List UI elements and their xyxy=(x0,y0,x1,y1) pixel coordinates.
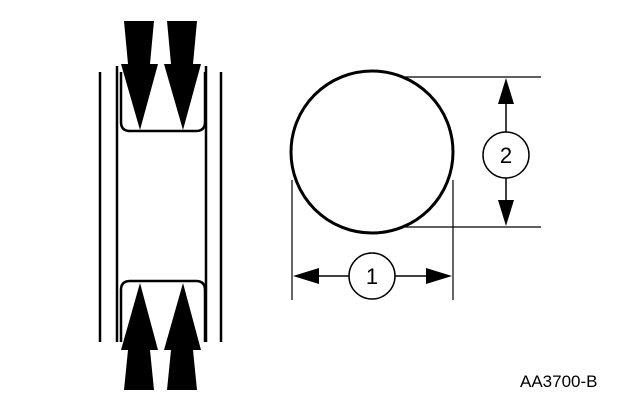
figure-code-label: AA3700-B xyxy=(520,372,598,391)
cylinder-end-circle xyxy=(289,69,455,235)
force-arrow-top-left xyxy=(121,21,158,130)
callout-2-number: 2 xyxy=(500,143,512,168)
top-bracket xyxy=(119,72,207,133)
callout-1: 1 xyxy=(348,252,396,300)
force-arrow-bottom-left xyxy=(121,283,158,390)
force-arrow-top-right xyxy=(164,21,201,130)
arrowhead-1-left xyxy=(293,268,319,284)
arrowhead-2-bottom xyxy=(498,200,514,226)
callout-1-balloon xyxy=(348,252,396,300)
bottom-bracket xyxy=(119,279,207,342)
dimension-arrowheads xyxy=(293,78,514,284)
callout-2-balloon xyxy=(482,131,530,179)
measurement-diagram xyxy=(289,69,541,300)
clamp-diagram xyxy=(98,66,223,342)
callout-2: 2 xyxy=(482,131,530,179)
callout-1-number: 1 xyxy=(366,264,378,289)
arrowhead-2-top xyxy=(498,78,514,104)
arrowhead-1-right xyxy=(426,268,452,284)
force-arrows xyxy=(121,21,201,390)
force-arrow-bottom-right xyxy=(164,283,201,390)
